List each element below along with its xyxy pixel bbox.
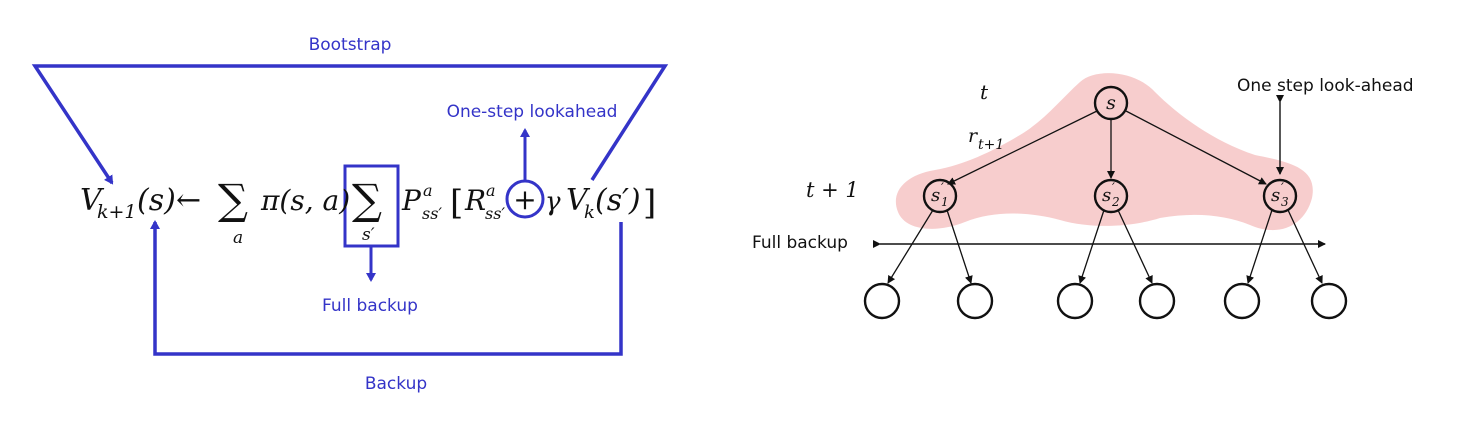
full-backup-label: Full backup <box>322 296 418 316</box>
one-step-lookahead-label-right: One step look-ahead <box>1237 76 1414 96</box>
leaf-node-2 <box>956 282 994 320</box>
child-node-2-sub: 2 <box>1111 195 1120 209</box>
child-node-3-prime: ′ <box>1281 181 1284 196</box>
edge-c2-leaf3 <box>1078 209 1105 284</box>
bellman-equation: V k+1 (s) ← ∑ a π(s, a) ∑ s′ P a ss′ [ R… <box>80 175 656 248</box>
leaf-node-1 <box>863 282 901 320</box>
edge-c3-leaf6 <box>1287 209 1323 284</box>
eq-v-rhs-arg: (s′) <box>595 183 641 218</box>
eq-pi: π(s, a) <box>260 184 350 217</box>
child-node-2: s ′ 2 <box>1093 178 1129 214</box>
child-node-2-prime: ′ <box>1112 181 1115 196</box>
left-diagram: Bootstrap Backup Full backup One-step lo… <box>31 35 669 394</box>
edge-c3-leaf5 <box>1246 209 1273 284</box>
bootstrap-arrow <box>31 64 669 185</box>
eq-bracket-open: [ <box>450 183 463 223</box>
child-node-2-name: s <box>1102 185 1111 206</box>
edge-root-child1 <box>947 110 1098 185</box>
eq-v-lhs: V <box>80 183 105 218</box>
child-node-1: s ′ 1 <box>922 178 958 214</box>
backup-arrow <box>150 220 623 356</box>
child-node-1-sub: 1 <box>941 195 949 209</box>
eq-p-sup: a <box>423 181 433 200</box>
eq-plus: + <box>513 183 536 216</box>
child-node-3: s ′ 3 <box>1262 178 1298 214</box>
t-label: t <box>980 80 989 104</box>
edge-root-child3 <box>1125 110 1267 185</box>
edge-c2-leaf4 <box>1117 209 1153 284</box>
right-diagram: t r t+1 t + 1 Full backup One step look-… <box>752 73 1414 320</box>
eq-sum-a: ∑ <box>218 175 248 224</box>
eq-arrow: ← <box>176 183 201 218</box>
leaf-node-3 <box>1056 282 1094 320</box>
eq-v-rhs: V <box>566 183 591 218</box>
highlight-region <box>895 73 1313 231</box>
child-node-1-name: s <box>931 185 940 206</box>
leaf-node-6 <box>1310 282 1348 320</box>
eq-lhs-arg: (s) <box>137 183 176 218</box>
child-node-3-sub: 3 <box>1281 195 1289 209</box>
eq-sum-s: ∑ <box>352 175 382 224</box>
eq-v-lhs-sub: k+1 <box>97 201 137 223</box>
backup-label: Backup <box>365 374 427 394</box>
eq-bracket-close: ] <box>643 183 656 223</box>
leaf-node-5 <box>1223 282 1261 320</box>
eq-r: R <box>464 184 486 217</box>
eq-p: P <box>401 184 422 217</box>
eq-sum-a-sub: a <box>233 228 243 248</box>
eq-r-sub: ss′ <box>485 204 505 223</box>
eq-gamma: γ <box>545 187 561 217</box>
root-node-label: s <box>1106 92 1116 114</box>
root-node: s <box>1093 85 1129 121</box>
t-plus-1-label: t + 1 <box>806 178 859 202</box>
child-node-3-name: s <box>1271 185 1280 206</box>
eq-p-sub: ss′ <box>422 204 442 223</box>
one-step-lookahead-label: One-step lookahead <box>447 102 618 122</box>
r-label: r <box>968 125 979 147</box>
bootstrap-label: Bootstrap <box>309 35 392 55</box>
full-backup-label-right: Full backup <box>752 233 848 253</box>
r-sub-label: t+1 <box>978 137 1004 153</box>
edge-c1-leaf2 <box>946 209 973 284</box>
edge-c1-leaf1 <box>887 209 934 284</box>
eq-r-sup: a <box>486 181 496 200</box>
leaf-node-4 <box>1138 282 1176 320</box>
eq-v-rhs-sub: k <box>584 202 595 223</box>
eq-sum-s-sub: s′ <box>362 225 375 245</box>
child-node-1-prime: ′ <box>941 181 944 196</box>
